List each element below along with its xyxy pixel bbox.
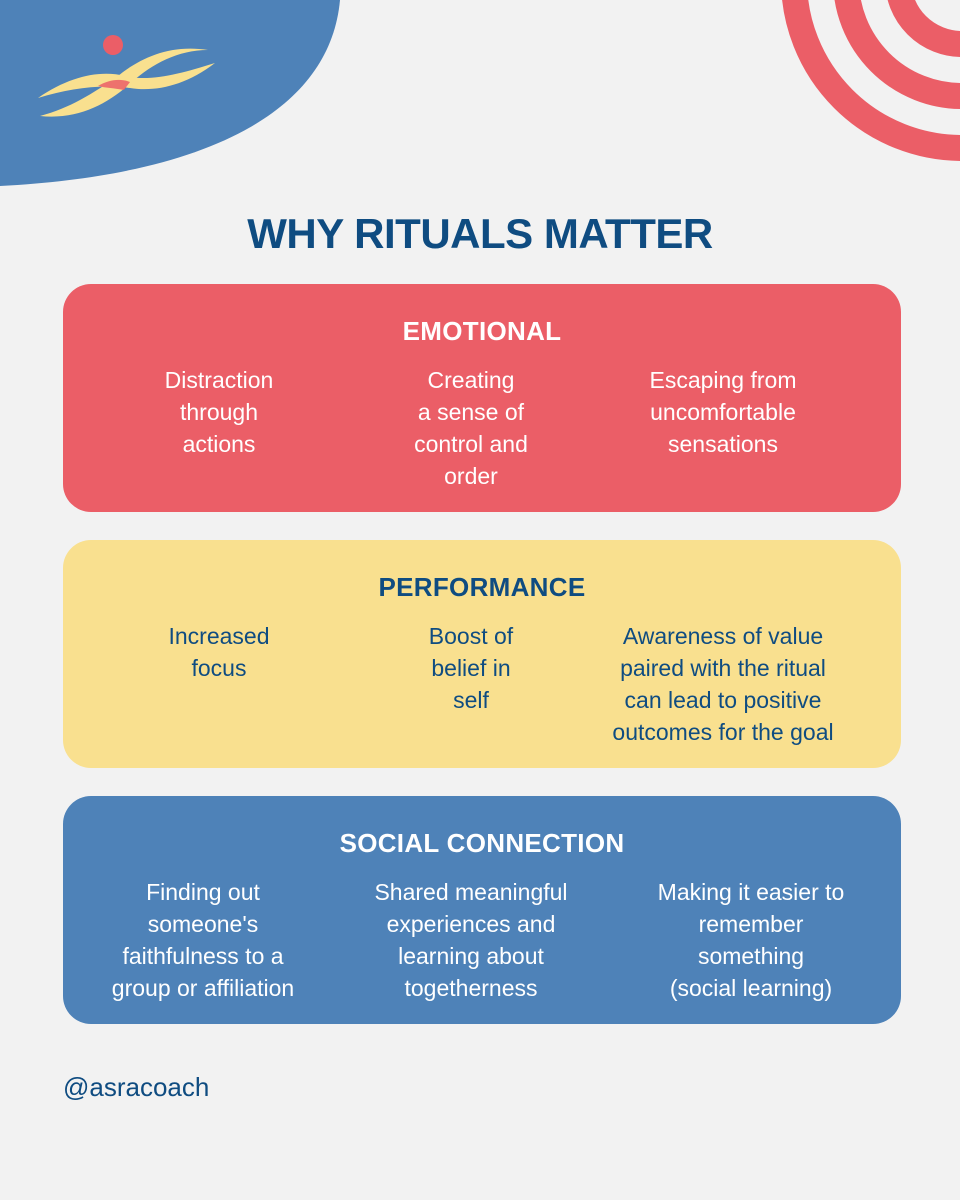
emotional-card: EMOTIONAL Distraction through actions Cr… [63, 284, 901, 512]
column-line: something [697, 943, 805, 969]
social-handle: @asracoach [63, 1072, 210, 1102]
column-line: paired with the ritual [620, 655, 826, 681]
column-line: control and [414, 431, 528, 457]
column-line: actions [182, 431, 256, 457]
column-line: order [444, 463, 498, 489]
column-line: Creating [427, 367, 515, 393]
corner-blob-decoration [0, 0, 340, 186]
card-title: PERFORMANCE [378, 572, 586, 602]
column-line: focus [191, 655, 247, 681]
column-line: Distraction [164, 367, 274, 393]
column-line: Increased [168, 623, 270, 649]
column-line: someone's [147, 911, 259, 937]
column-line: Finding out [146, 879, 260, 905]
card-column: Creating a sense of control and order [361, 364, 581, 492]
card-title: SOCIAL CONNECTION [339, 828, 625, 858]
card-column: Finding out someone's faithfulness to a … [81, 876, 325, 1004]
column-line: uncomfortable [650, 399, 796, 425]
column-line: remember [698, 911, 804, 937]
column-line: through [179, 399, 258, 425]
column-line: Shared meaningful [374, 879, 568, 905]
column-line: self [453, 687, 489, 713]
card-column: Boost of belief in self [361, 620, 581, 716]
column-line: a sense of [417, 399, 525, 425]
column-line: group or affiliation [111, 975, 295, 1001]
column-line: learning about [398, 943, 544, 969]
concentric-rings-decoration [782, 0, 960, 161]
card-column: Awareness of value paired with the ritua… [583, 620, 863, 748]
column-line: faithfulness to a [122, 943, 284, 969]
column-line: Escaping from [649, 367, 797, 393]
column-line: Making it easier to [657, 879, 845, 905]
column-line: Boost of [428, 623, 514, 649]
card-column: Escaping from uncomfortable sensations [603, 364, 843, 460]
column-line: sensations [668, 431, 778, 457]
column-line: outcomes for the goal [612, 719, 834, 745]
performance-card: PERFORMANCE Increased focus Boost of bel… [63, 540, 901, 768]
column-line: Awareness of value [622, 623, 824, 649]
card-title: EMOTIONAL [402, 316, 562, 346]
column-line: belief in [431, 655, 511, 681]
card-column: Increased focus [119, 620, 319, 684]
card-column: Making it easier to remember something (… [623, 876, 879, 1004]
column-line: togetherness [404, 975, 538, 1001]
column-line: experiences and [386, 911, 556, 937]
card-column: Distraction through actions [119, 364, 319, 460]
swimmer-logo-icon [38, 35, 215, 117]
column-line: can lead to positive [624, 687, 822, 713]
card-column: Shared meaningful experiences and learni… [345, 876, 597, 1004]
page-title: WHY RITUALS MATTER [247, 210, 713, 257]
social-connection-card: SOCIAL CONNECTION Finding out someone's … [63, 796, 901, 1024]
column-line: (social learning) [669, 975, 833, 1001]
